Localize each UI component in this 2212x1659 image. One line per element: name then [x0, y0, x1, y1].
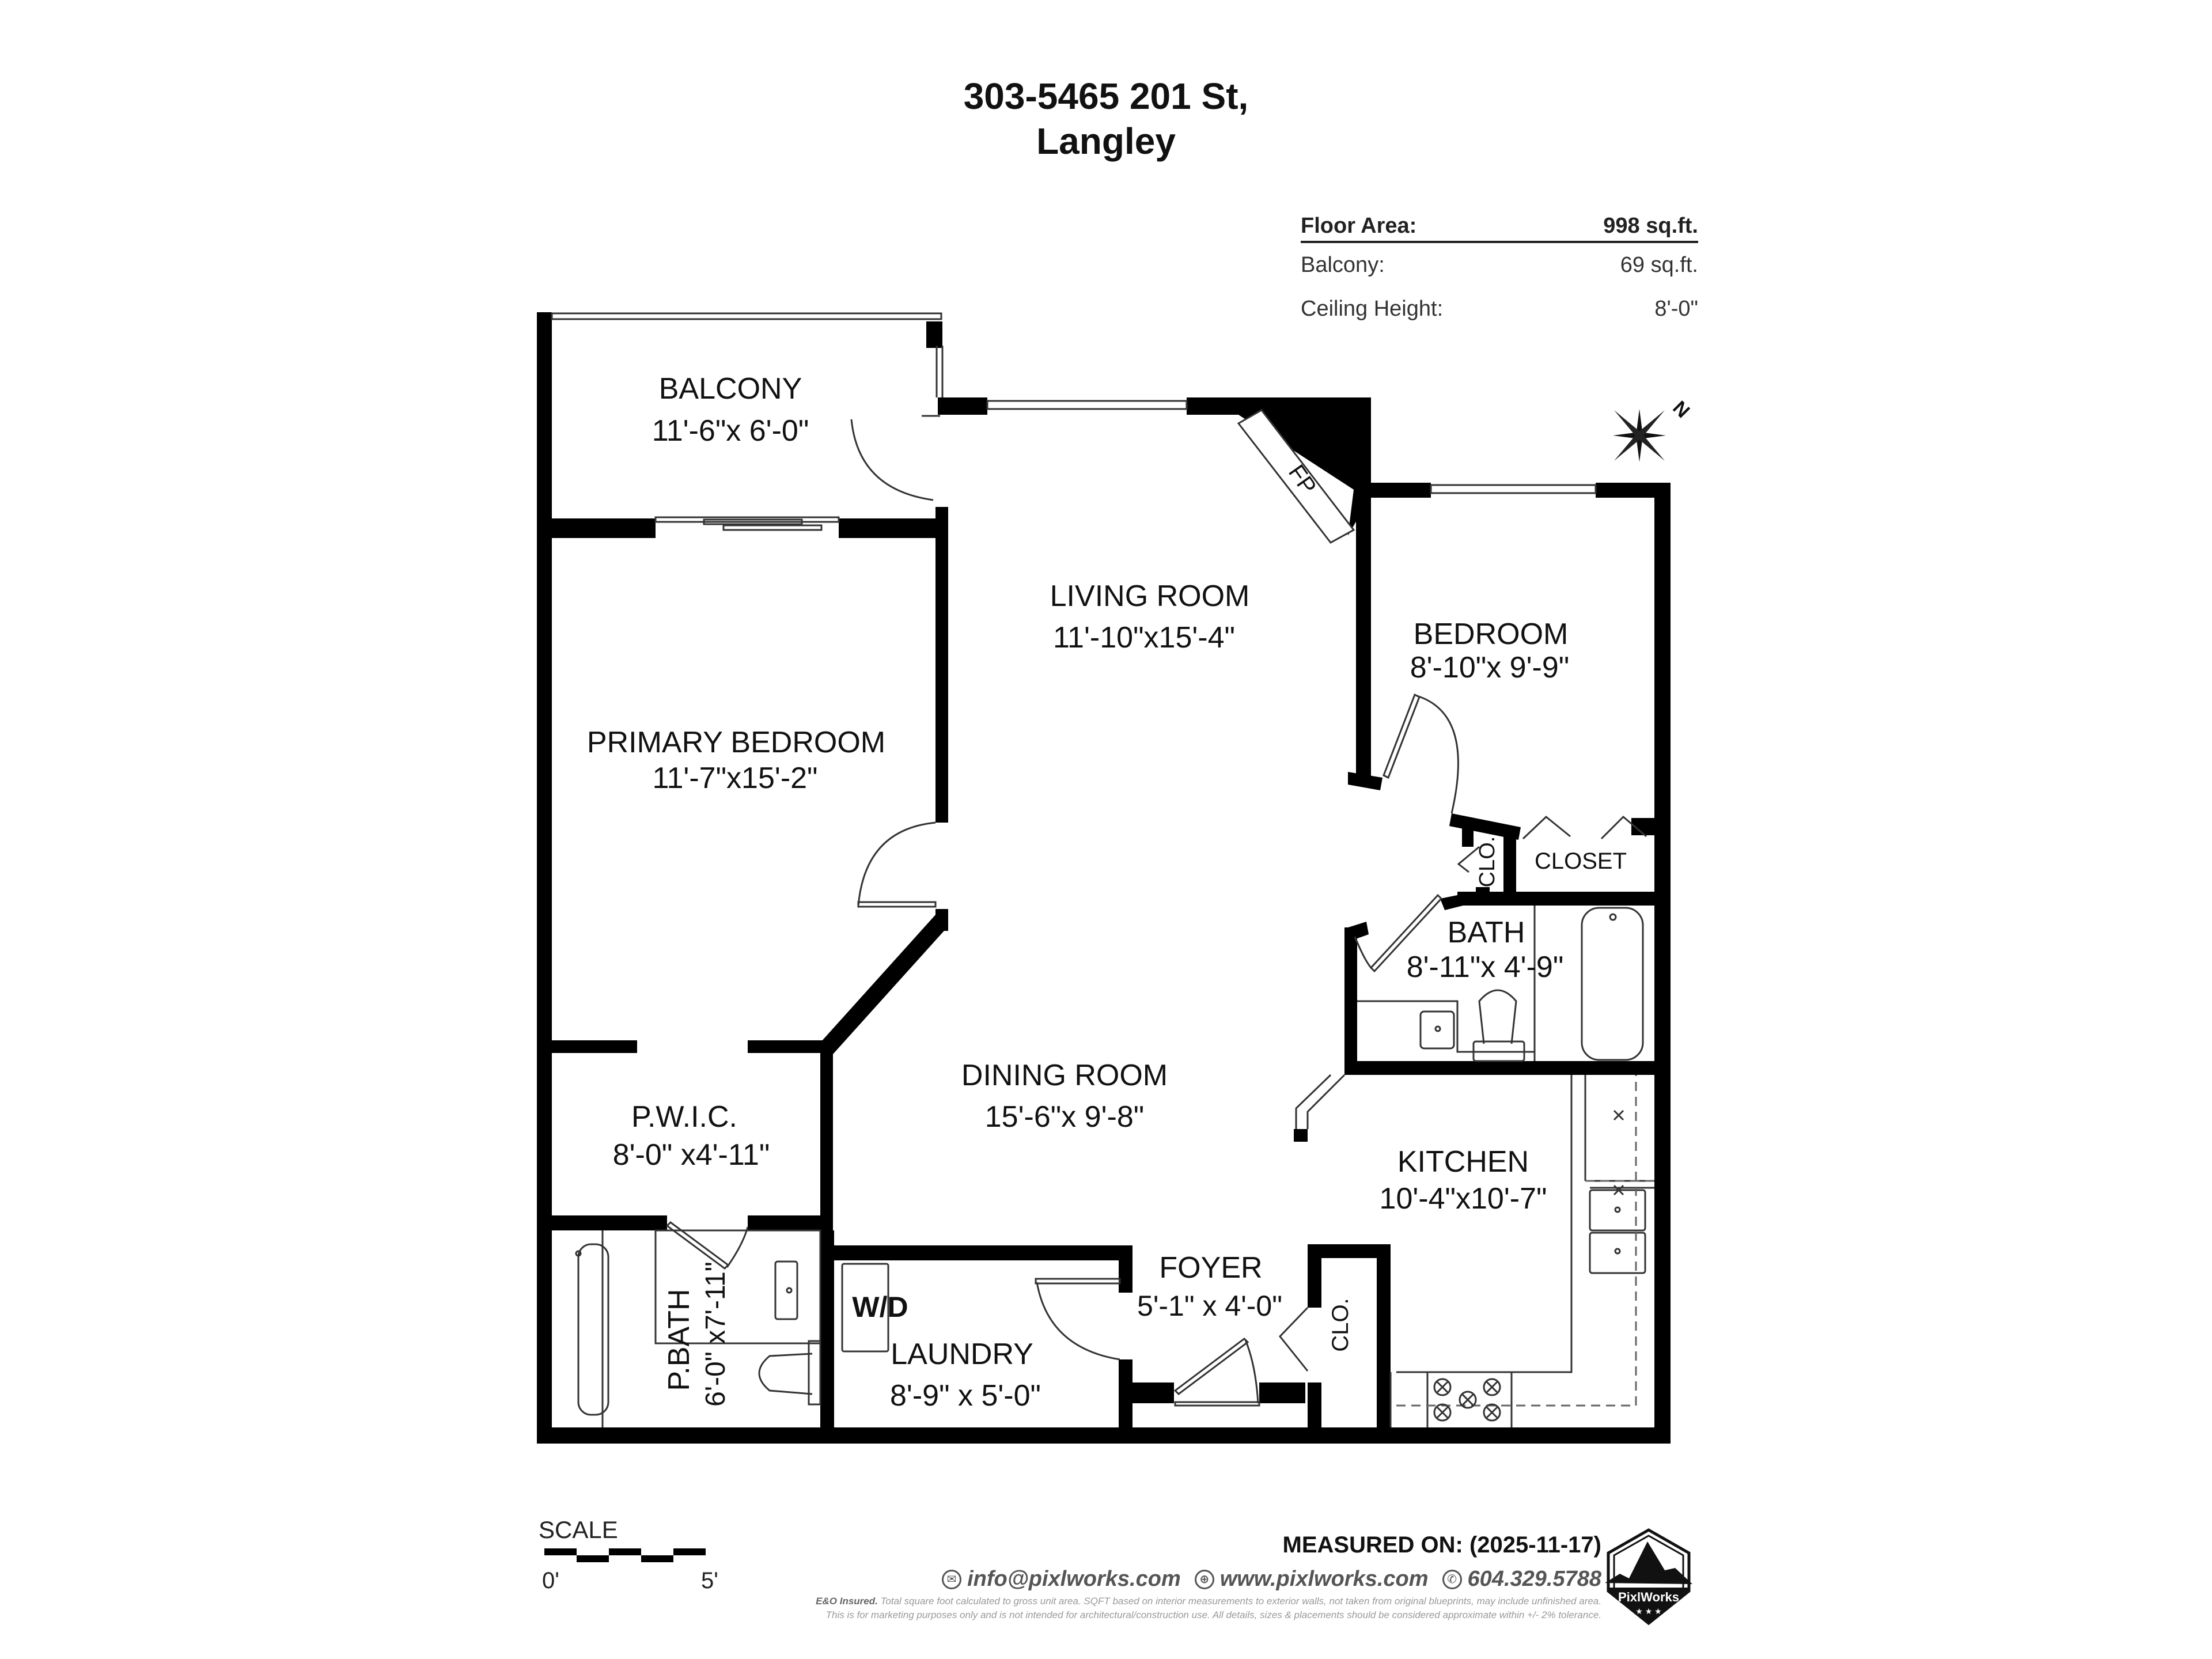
- address-line-2: Langley: [1036, 120, 1176, 162]
- walls: [537, 312, 1671, 1444]
- room-name-laundry: LAUNDRY: [891, 1338, 1033, 1371]
- compass-north-icon: N: [1613, 397, 1694, 462]
- scale-end-label: 5': [701, 1568, 718, 1593]
- room-dims-pbath: 6'-0" x7'-11": [700, 1262, 731, 1407]
- room-dims-primary-bedroom: 11'-7"x15'-2": [652, 762, 817, 795]
- scale-title: SCALE: [539, 1516, 618, 1543]
- balcony-area-value: 69 sq.ft.: [1620, 252, 1698, 277]
- disclaimer-bold: E&O Insured.: [816, 1596, 878, 1607]
- pixlworks-logo-icon: PixlWorks ★ ★ ★: [1605, 1528, 1692, 1626]
- room-name-pbath: P.BATH: [662, 1289, 696, 1391]
- fireplace: FP: [1237, 409, 1355, 544]
- room-dims-bath: 8'-11"x 4'-9": [1407, 950, 1564, 984]
- room-name-closet: CLOSET: [1535, 849, 1627, 874]
- room-name-bedroom: BEDROOM: [1414, 618, 1569, 651]
- phone-icon: ✆: [1442, 1569, 1462, 1589]
- room-name-living: LIVING ROOM: [1050, 579, 1250, 613]
- scale-bar: [544, 1548, 706, 1562]
- area-stats: Floor Area: 998 sq.ft. Balcony: 69 sq.ft…: [1301, 209, 1698, 331]
- room-dims-bedroom: 8'-10"x 9'-9": [1410, 651, 1569, 684]
- floor-area-value: 998 sq.ft.: [1603, 214, 1698, 238]
- website-contact[interactable]: ⊕ www.pixlworks.com: [1194, 1567, 1429, 1592]
- address-line-1: 303-5465 201 St,: [963, 75, 1249, 117]
- ceiling-height-label: Ceiling Height:: [1301, 296, 1444, 321]
- windows-and-doors: [551, 312, 1647, 1407]
- scale-legend: SCALE 0' 5': [539, 1516, 723, 1603]
- envelope-icon: ✉: [942, 1569, 962, 1589]
- kitchen-cabinet-x-marks: [1613, 1109, 1624, 1196]
- room-name-balcony: BALCONY: [659, 372, 802, 406]
- scale-start-label: 0': [542, 1568, 559, 1593]
- disclaimer-text-1: Total square foot calculated to gross un…: [880, 1596, 1601, 1607]
- disclaimer-line-2: This is for marketing purposes only and …: [825, 1609, 1601, 1620]
- disclaimer-line-1: E&O Insured. Total square foot calculate…: [816, 1596, 1601, 1607]
- room-name-primary-bedroom: PRIMARY BEDROOM: [587, 726, 885, 759]
- room-dims-dining: 15'-6"x 9'-8": [985, 1100, 1144, 1134]
- stove-burners: [1433, 1378, 1501, 1422]
- room-name-bedroom-clo: CLO.: [1475, 836, 1499, 888]
- measured-on: MEASURED ON: (2025-11-17): [1282, 1532, 1602, 1558]
- ceiling-height-value: 8'-0": [1654, 296, 1698, 321]
- floor-area-row: Floor Area: 998 sq.ft.: [1301, 209, 1698, 243]
- washer-dryer-label: W/D: [852, 1291, 908, 1323]
- room-name-bath: BATH: [1448, 916, 1525, 949]
- room-dims-pwic: 8'-0" x4'-11": [613, 1138, 770, 1172]
- room-name-foyer-clo: CLO.: [1328, 1298, 1353, 1351]
- kitchen-dashed-lines: [1396, 1075, 1654, 1407]
- email-contact[interactable]: ✉ info@pixlworks.com: [942, 1567, 1181, 1592]
- website-text[interactable]: www.pixlworks.com: [1219, 1567, 1429, 1591]
- phone-text[interactable]: 604.329.5788: [1467, 1567, 1601, 1591]
- floor-area-label: Floor Area:: [1301, 214, 1417, 238]
- globe-icon: ⊕: [1194, 1569, 1214, 1589]
- svg-text:★ ★ ★: ★ ★ ★: [1635, 1607, 1661, 1616]
- fixtures: [575, 906, 1654, 1427]
- room-dims-kitchen: 10'-4"x10'-7": [1380, 1182, 1547, 1215]
- balcony-area-label: Balcony:: [1301, 252, 1385, 277]
- logo-text: PixlWorks: [1618, 1590, 1679, 1604]
- room-name-dining: DINING ROOM: [961, 1059, 1168, 1092]
- room-dims-laundry: 8'-9" x 5'-0": [890, 1379, 1041, 1412]
- ceiling-height-row: Ceiling Height: 8'-0": [1301, 287, 1698, 331]
- room-labels: BALCONY 11'-6"x 6'-0" LIVING ROOM 11'-10…: [587, 372, 1627, 1412]
- email-text[interactable]: info@pixlworks.com: [967, 1567, 1181, 1591]
- room-name-pwic: P.W.I.C.: [631, 1100, 737, 1134]
- compass-north-label: N: [1668, 397, 1694, 422]
- phone-contact[interactable]: ✆ 604.329.5788: [1442, 1567, 1601, 1592]
- room-dims-foyer: 5'-1" x 4'-0": [1137, 1290, 1282, 1322]
- room-dims-balcony: 11'-6"x 6'-0": [652, 414, 809, 448]
- contact-info: ✉ info@pixlworks.com ⊕ www.pixlworks.com…: [942, 1567, 1601, 1592]
- balcony-area-row: Balcony: 69 sq.ft.: [1301, 243, 1698, 287]
- room-dims-living: 11'-10"x15'-4": [1053, 621, 1235, 654]
- room-name-foyer: FOYER: [1159, 1251, 1262, 1285]
- room-name-kitchen: KITCHEN: [1397, 1145, 1529, 1179]
